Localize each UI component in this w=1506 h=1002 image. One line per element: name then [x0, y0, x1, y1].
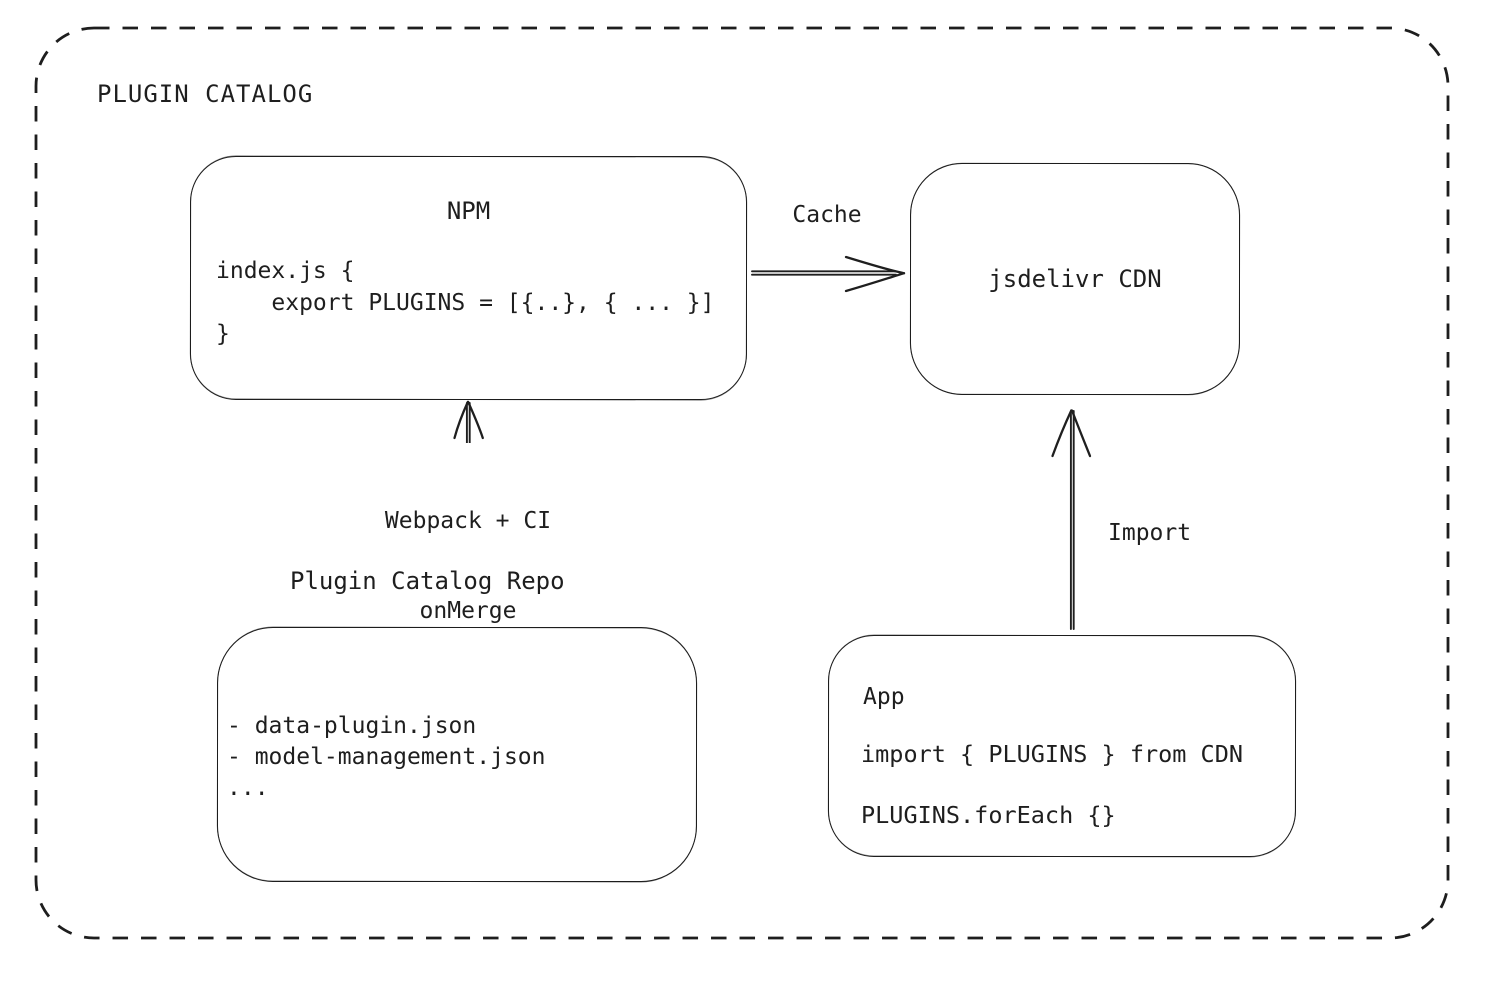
repo-file-item: - data-plugin.json — [227, 713, 477, 739]
repo-file-item: ... — [227, 775, 269, 801]
npm-node-title: NPM — [446, 197, 491, 225]
cache-arrow-label: Cache — [760, 202, 894, 228]
cdn-node: jsdelivr CDN — [910, 163, 1240, 395]
cdn-node-label: jsdelivr CDN — [988, 265, 1162, 293]
npm-code-block: index.js { export PLUGINS = [{..}, { ...… — [216, 256, 715, 351]
repo-node-label: Plugin Catalog Repo — [290, 567, 565, 595]
app-code-line: import { PLUGINS } from CDN — [861, 740, 1244, 768]
build-arrow-label-line: onMerge — [419, 598, 517, 624]
repo-file-item: - model-management.json — [227, 744, 546, 770]
npm-code-line: export PLUGINS = [{..}, { ... }] — [216, 289, 715, 316]
build-arrow-label-line: Webpack + CI — [384, 508, 552, 534]
cache-arrow — [751, 255, 906, 293]
repo-node: - data-plugin.json - model-management.js… — [217, 627, 697, 882]
npm-code-line: } — [216, 321, 230, 347]
diagram-title: PLUGIN CATALOG — [97, 80, 314, 108]
repo-file-list: - data-plugin.json - model-management.js… — [227, 711, 546, 804]
npm-node: NPM index.js { export PLUGINS = [{..}, {… — [190, 156, 747, 400]
import-arrow — [1051, 409, 1092, 630]
app-node-title: App — [863, 684, 905, 710]
app-node: App import { PLUGINS } from CDN PLUGINS.… — [828, 635, 1296, 857]
app-code-line: PLUGINS.forEach {} — [861, 801, 1116, 829]
import-arrow-label: Import — [1108, 520, 1192, 546]
npm-code-line: index.js { — [216, 258, 355, 284]
